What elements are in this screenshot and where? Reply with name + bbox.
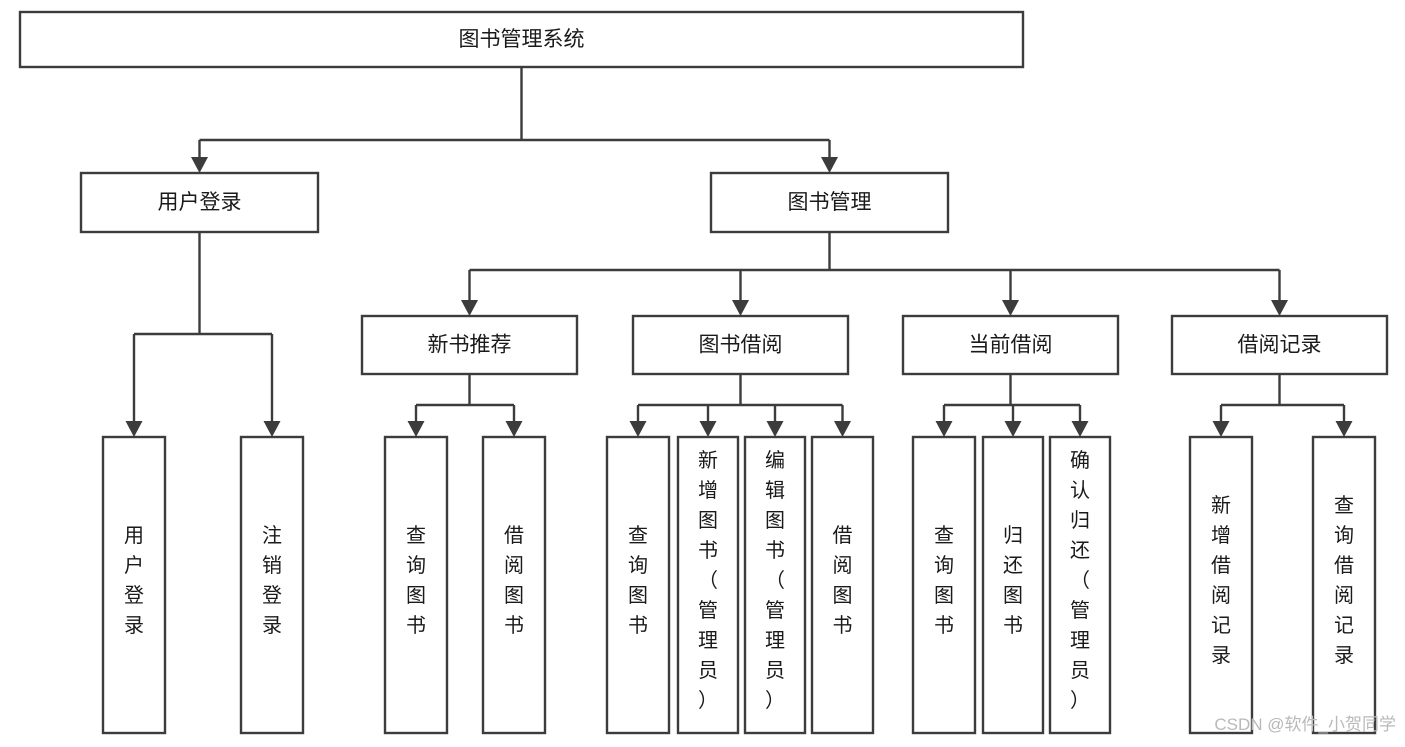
node-leaf-borrow-book-1-box (481, 435, 547, 735)
node-user-login-box (79, 171, 320, 234)
node-leaf-query-book-1-box (383, 435, 449, 735)
branch-current-borrow-arrow-0-head (935, 421, 953, 437)
node-leaf-user-logout-label: 注销登录 (262, 524, 282, 637)
node-leaf-confirm-return-box (1048, 435, 1112, 735)
node-layer: 图书管理系统用户登录图书管理新书推荐图书借阅当前借阅借阅记录用户登录注销登录查询… (18, 10, 1389, 735)
branch-root-arrow-0-head (191, 157, 208, 173)
node-leaf-borrow-book-1-label: 借阅图书 (504, 524, 524, 637)
branch-book-manage-arrow-0-head (461, 300, 478, 316)
branch-root-arrow-1-head (821, 157, 838, 173)
node-leaf-borrow-book-2-box (810, 435, 875, 735)
node-user-login[interactable]: 用户登录 (79, 171, 320, 234)
node-book-borrow-box (631, 314, 850, 376)
node-leaf-user-login-box (101, 435, 167, 735)
node-leaf-query-book-3-label: 查询图书 (934, 524, 954, 637)
branch-book-borrow-arrow-1-head (699, 421, 717, 437)
node-leaf-return-book-label: 归还图书 (1003, 524, 1023, 637)
node-leaf-edit-book-box (743, 435, 807, 735)
node-leaf-query-borrow-record[interactable]: 查询借阅记录 (1311, 435, 1377, 735)
branch-book-borrow-arrow-3-head (834, 421, 851, 437)
csdn-watermark: CSDN @软件_小贺同学 (1214, 715, 1396, 734)
node-leaf-user-login-label: 用户登录 (124, 525, 144, 637)
node-leaf-add-book-box (676, 435, 740, 735)
node-new-book-recommend-box (360, 314, 579, 376)
node-leaf-user-login[interactable]: 用户登录 (101, 435, 167, 735)
node-leaf-query-book-2-box (605, 435, 671, 735)
node-leaf-query-book-2[interactable]: 查询图书 (605, 435, 671, 735)
node-root-label: 图书管理系统 (459, 28, 585, 51)
node-leaf-borrow-book-1[interactable]: 借阅图书 (481, 435, 547, 735)
node-leaf-query-book-1-label: 查询图书 (406, 524, 426, 637)
node-leaf-user-logout-box (239, 435, 305, 735)
branch-borrow-record-arrow-0-head (1212, 421, 1230, 437)
node-book-borrow[interactable]: 图书借阅 (631, 314, 850, 376)
branch-book-borrow-arrow-2-head (766, 421, 784, 437)
node-leaf-query-book-3[interactable]: 查询图书 (911, 435, 977, 735)
branch-user-login-arrow-0-head (125, 421, 143, 437)
node-user-login-label: 用户登录 (158, 191, 242, 214)
node-leaf-query-book-2-label: 查询图书 (628, 524, 648, 637)
node-leaf-borrow-book-2-label: 借阅图书 (833, 524, 853, 637)
node-leaf-query-borrow-record-label: 查询借阅记录 (1334, 494, 1354, 667)
node-leaf-borrow-book-2[interactable]: 借阅图书 (810, 435, 875, 735)
node-current-borrow[interactable]: 当前借阅 (901, 314, 1120, 376)
branch-book-manage-arrow-3-head (1271, 300, 1288, 316)
node-leaf-add-book-label: 新增图书（管理员） (698, 449, 718, 712)
node-new-book-recommend[interactable]: 新书推荐 (360, 314, 579, 376)
branch-borrow-record-arrow-1-head (1335, 421, 1353, 437)
node-leaf-user-logout[interactable]: 注销登录 (239, 435, 305, 735)
branch-new-book-recommend-arrow-1-head (505, 421, 523, 437)
node-current-borrow-box (901, 314, 1120, 376)
branch-book-borrow-arrow-0-head (629, 421, 647, 437)
node-borrow-record-box (1170, 314, 1389, 376)
node-borrow-record[interactable]: 借阅记录 (1170, 314, 1389, 376)
node-leaf-query-book-1[interactable]: 查询图书 (383, 435, 449, 735)
node-leaf-return-book[interactable]: 归还图书 (981, 435, 1045, 735)
node-leaf-add-borrow-record-label: 新增借阅记录 (1211, 494, 1231, 667)
branch-current-borrow-arrow-2-head (1071, 421, 1089, 437)
node-root-box (18, 10, 1025, 69)
node-leaf-confirm-return-label: 确认归还（管理员） (1070, 449, 1090, 712)
branch-book-manage-arrow-2-head (1002, 300, 1019, 316)
node-borrow-record-label: 借阅记录 (1238, 334, 1322, 357)
node-leaf-add-book[interactable]: 新增图书（管理员） (676, 435, 740, 735)
branch-new-book-recommend-arrow-0-head (407, 421, 425, 437)
node-book-manage-label: 图书管理 (788, 191, 872, 214)
node-book-borrow-label: 图书借阅 (699, 334, 783, 357)
node-book-manage-box (709, 171, 950, 234)
node-leaf-edit-book[interactable]: 编辑图书（管理员） (743, 435, 807, 735)
branch-book-manage-arrow-1-head (732, 300, 749, 316)
node-new-book-recommend-label: 新书推荐 (428, 334, 512, 357)
connector-layer (125, 67, 1353, 437)
branch-current-borrow-arrow-1-head (1004, 421, 1022, 437)
node-root[interactable]: 图书管理系统 (18, 10, 1025, 69)
node-leaf-add-borrow-record[interactable]: 新增借阅记录 (1188, 435, 1254, 735)
node-leaf-confirm-return[interactable]: 确认归还（管理员） (1048, 435, 1112, 735)
node-book-manage[interactable]: 图书管理 (709, 171, 950, 234)
node-leaf-query-book-3-box (911, 435, 977, 735)
node-leaf-query-borrow-record-box (1311, 435, 1377, 735)
node-leaf-edit-book-label: 编辑图书（管理员） (765, 449, 785, 712)
node-current-borrow-label: 当前借阅 (969, 334, 1053, 357)
node-leaf-return-book-box (981, 435, 1045, 735)
branch-user-login-arrow-1-head (263, 421, 281, 437)
node-leaf-add-borrow-record-box (1188, 435, 1254, 735)
